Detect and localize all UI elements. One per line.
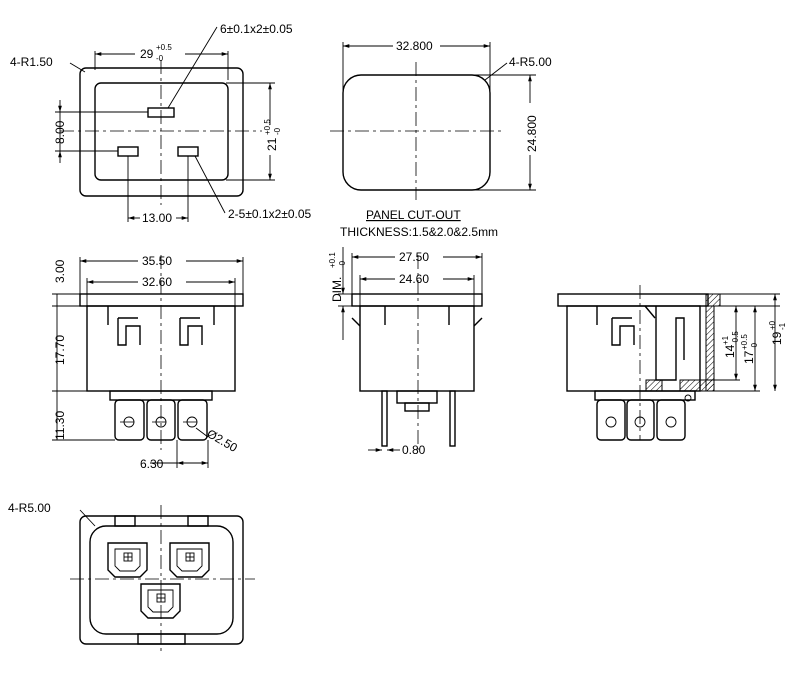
section-dim-b-tol-lower: -0 (750, 342, 759, 350)
front-height-label: 21 (265, 137, 279, 151)
end-view: 27.50 24.60 DIM. +0.1 -0 0.80 (328, 247, 483, 457)
rear-corner-radius-label: 4-R5.00 (8, 501, 51, 515)
end-dim-label: DIM. (330, 277, 344, 302)
section-dim-c-label: 19 (770, 331, 784, 345)
rear-socket-bottom (140, 583, 181, 619)
end-dim-tol-upper: +0.1 (328, 252, 337, 268)
end-pin-thickness-label: 0.80 (402, 443, 426, 457)
rear-view: 4-R5.00 (8, 501, 255, 655)
section-hatch-wall (705, 305, 715, 392)
cutout-width-label: 32.800 (396, 39, 433, 53)
cutout-height-label: 24.800 (525, 115, 539, 152)
front-top-pin-label: 6±0.1x2±0.05 (220, 22, 293, 36)
section-dim-c-tol-upper: +0 (768, 320, 777, 330)
side-terminal-left (114, 399, 145, 441)
side-body-height-label: 17.70 (53, 335, 67, 365)
right-pin-slot (177, 146, 199, 157)
cutout-corner-radius-label: 4-R5.00 (509, 55, 552, 69)
top-pin-slot (147, 107, 175, 118)
side-body-width-label: 32.60 (142, 275, 172, 289)
side-terminal-right (177, 399, 208, 441)
section-hatch-base-left (645, 379, 663, 392)
front-pin-row-offset-label: 8.00 (53, 120, 67, 144)
section-dim-c-tol-lower: -1 (778, 322, 787, 330)
end-flange-width-label: 27.50 (399, 250, 429, 264)
rear-socket-left (107, 542, 148, 578)
section-dim-b-label: 17 (742, 350, 756, 364)
front-width-label: 29 (140, 47, 154, 61)
section-dim-b-tol-upper: +0.5 (740, 334, 749, 350)
side-hole-diameter-label: Ø2.50 (205, 426, 241, 455)
front-pin-spacing-label: 13.00 (142, 211, 172, 225)
section-hatch-base (679, 379, 715, 392)
panel-cutout-view: 32.800 4-R5.00 24.800 PANEL CUT-OUT THIC… (330, 39, 552, 239)
front-view: 4-R1.50 29 +0.5 -0 6±0.1x2±0.05 21 +0.5 … (10, 22, 312, 225)
cutout-title: PANEL CUT-OUT (366, 208, 461, 222)
section-hatch-flange (705, 293, 721, 307)
section-dim-a-tol-lower: -0.5 (731, 331, 740, 345)
end-dim-tol-lower: -0 (338, 260, 347, 268)
front-height-tol-lower: -0 (273, 127, 282, 135)
front-corner-radius-label: 4-R1.50 (10, 55, 53, 69)
front-width-tol-lower: -0 (156, 54, 164, 63)
end-pin-left (381, 390, 388, 447)
section-dim-a-tol-upper: +1 (721, 335, 730, 345)
end-pin-right (449, 390, 456, 447)
front-height-tol-upper: +0.5 (263, 119, 272, 135)
left-pin-slot (117, 146, 139, 157)
front-side-pins-label: 2-5±0.1x2±0.05 (228, 207, 312, 221)
section-dim-a-label: 14 (723, 344, 737, 358)
side-flange-height-label: 3.00 (53, 259, 67, 283)
side-terminal-pitch-label: 6.30 (140, 457, 164, 471)
section-view: 14 +1 -0.5 17 +0.5 -0 19 +0 -1 (557, 285, 787, 441)
front-width-tol-upper: +0.5 (156, 43, 172, 52)
cutout-thickness: THICKNESS:1.5&2.0&2.5mm (340, 225, 498, 239)
end-body-width-label: 24.60 (399, 272, 429, 286)
side-terminal-height-label: 11.30 (53, 411, 67, 440)
side-view: 35.50 32.60 3.00 17.70 11.30 6.30 Ø2.50 (52, 254, 244, 471)
rear-socket-right (169, 542, 210, 578)
side-flange-width-label: 35.50 (142, 254, 172, 268)
